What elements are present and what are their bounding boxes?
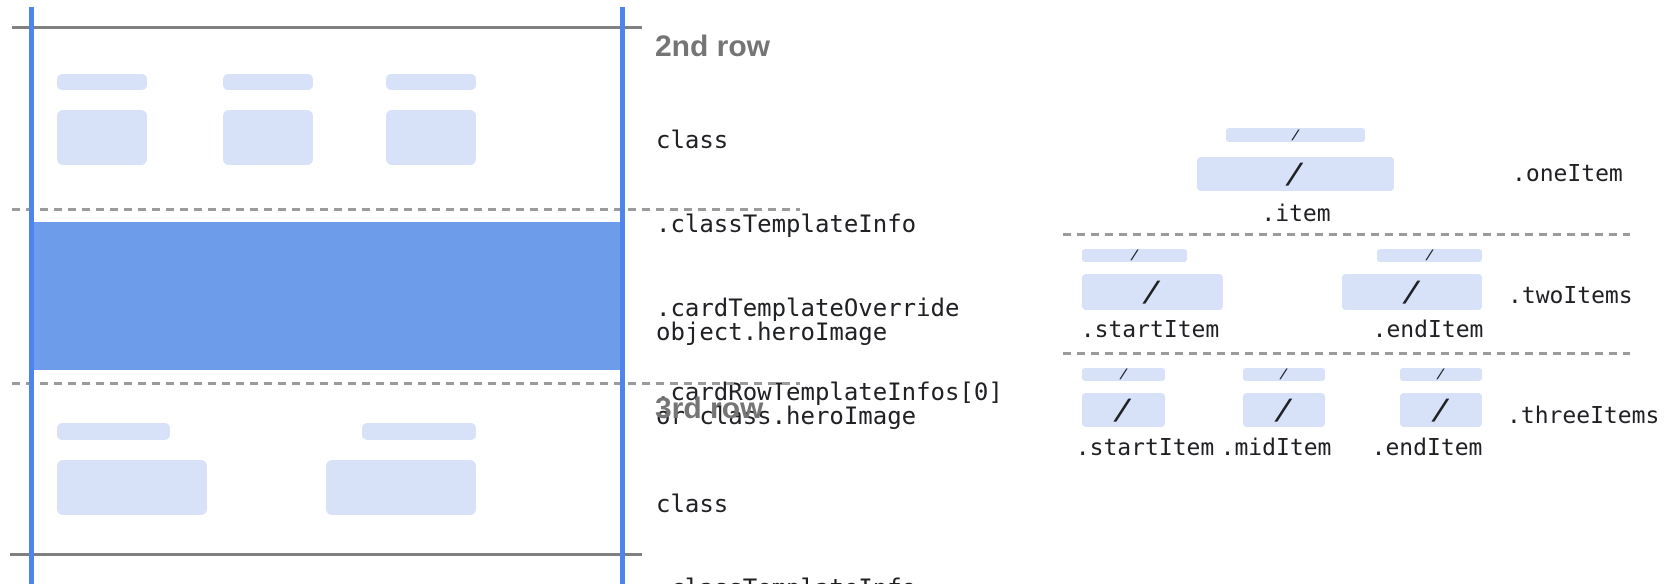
three-items-start-label-bar: / xyxy=(1082,367,1165,382)
code-line: class xyxy=(656,490,729,518)
slash-glyph: / xyxy=(1284,157,1307,190)
row2-code-annotation: class .classTemplateInfo .cardTemplateOv… xyxy=(656,70,1003,462)
row-divider-dashed-line xyxy=(12,208,800,211)
field-value-placeholder xyxy=(386,110,476,165)
field-value-placeholder xyxy=(57,460,207,515)
slash-glyph: / xyxy=(1141,275,1164,308)
card-bottom-boundary-line xyxy=(10,553,642,556)
two-items-end-label-bar: / xyxy=(1377,248,1482,263)
three-items-row-label: .threeItems xyxy=(1507,403,1660,429)
one-item-row-label: .oneItem xyxy=(1512,161,1623,187)
field-value-placeholder xyxy=(223,110,313,165)
one-item-label-bar: / xyxy=(1226,127,1365,143)
code-line: class xyxy=(656,126,729,154)
start-item-caption: .startItem xyxy=(1080,317,1220,343)
slash-glyph: / xyxy=(1129,248,1140,263)
three-items-end-label-bar: / xyxy=(1400,367,1482,382)
code-line: .classTemplateInfo xyxy=(656,210,917,238)
two-items-end-value-bar: / xyxy=(1342,274,1482,310)
field-value-placeholder xyxy=(57,110,147,165)
slash-glyph: / xyxy=(1401,275,1423,308)
code-line: object.heroImage xyxy=(656,318,888,346)
items-divider-dashed-line xyxy=(1063,233,1630,236)
slash-glyph: / xyxy=(1118,367,1129,382)
three-items-start-value-bar: / xyxy=(1082,393,1165,427)
slash-glyph: / xyxy=(1290,127,1301,143)
field-label-placeholder xyxy=(57,74,147,90)
two-items-row-label: .twoItems xyxy=(1508,283,1633,309)
two-items-start-label-bar: / xyxy=(1082,248,1187,263)
slash-glyph: / xyxy=(1424,248,1435,263)
field-label-placeholder xyxy=(223,74,313,90)
end-item-caption: .endItem xyxy=(1372,317,1484,343)
card-top-boundary-line xyxy=(12,26,642,29)
slash-glyph: / xyxy=(1279,367,1289,382)
slash-glyph: / xyxy=(1436,367,1446,382)
slash-glyph: / xyxy=(1430,393,1452,426)
mid-item-caption: .midItem xyxy=(1220,435,1332,461)
row2-heading: 2nd row xyxy=(655,30,771,63)
slash-glyph: / xyxy=(1112,393,1135,426)
items-divider-dashed-line xyxy=(1063,352,1630,355)
slash-glyph: / xyxy=(1273,393,1295,426)
hero-code-annotation: object.heroImage or class.heroImage xyxy=(656,262,916,486)
row-divider-dashed-line xyxy=(12,382,800,385)
field-label-placeholder xyxy=(57,423,170,440)
row3-heading: 3rd row xyxy=(655,392,764,425)
field-label-placeholder xyxy=(386,74,476,90)
code-line: .classTemplateInfo xyxy=(656,574,1003,584)
item-caption: .item xyxy=(1261,201,1331,227)
three-items-end-value-bar: / xyxy=(1400,393,1482,427)
field-label-placeholder xyxy=(362,423,476,440)
right-guide-line xyxy=(620,7,625,584)
three-items-mid-label-bar: / xyxy=(1243,367,1325,382)
one-item-value-bar: / xyxy=(1197,157,1394,191)
code-line: .cardTemplateOverride xyxy=(656,294,960,322)
two-items-start-value-bar: / xyxy=(1082,274,1223,310)
left-guide-line xyxy=(29,7,34,584)
hero-image-block xyxy=(30,222,624,370)
field-value-placeholder xyxy=(326,460,476,515)
end-item-caption: .endItem xyxy=(1371,435,1483,461)
start-item-caption: .startItem xyxy=(1075,435,1215,461)
three-items-mid-value-bar: / xyxy=(1243,393,1325,427)
row3-code-annotation: class .classTemplateInfo .cardTemplateOv… xyxy=(656,434,1003,584)
code-line: or class.heroImage xyxy=(656,402,917,430)
